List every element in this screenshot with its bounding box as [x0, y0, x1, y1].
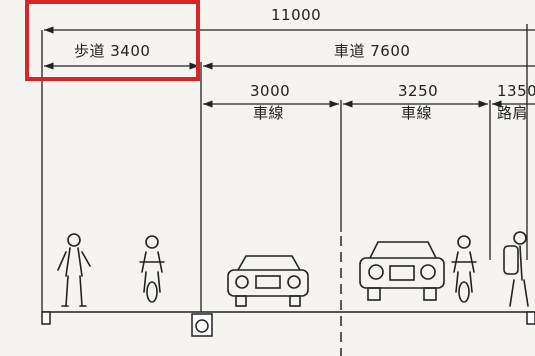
sidewalk-width-label: 歩道 3400 — [74, 42, 151, 60]
lane-1-name-label: 車線 — [253, 104, 285, 122]
roadway-width-label: 車道 7600 — [334, 42, 411, 60]
car-front-icon — [227, 255, 309, 307]
cyclist-icon — [139, 235, 165, 303]
total-width-label: 11000 — [271, 6, 322, 24]
extension-lines — [41, 24, 528, 312]
lane-1-width-label: 3000 — [250, 82, 291, 100]
cyclist-icon — [451, 235, 477, 303]
drain-inlet-icon — [191, 313, 213, 337]
curb-icon — [41, 311, 535, 325]
car-front-icon — [359, 241, 445, 301]
pedestrian-icon — [57, 233, 91, 307]
lane-2-width-label: 3250 — [398, 82, 439, 100]
dimension-lines — [44, 26, 535, 108]
pedestrian-with-backpack-icon — [503, 231, 529, 307]
shoulder-width-label: 1350 — [497, 82, 535, 100]
shoulder-name-label: 路肩 — [497, 104, 529, 122]
lane-2-name-label: 車線 — [401, 104, 433, 122]
